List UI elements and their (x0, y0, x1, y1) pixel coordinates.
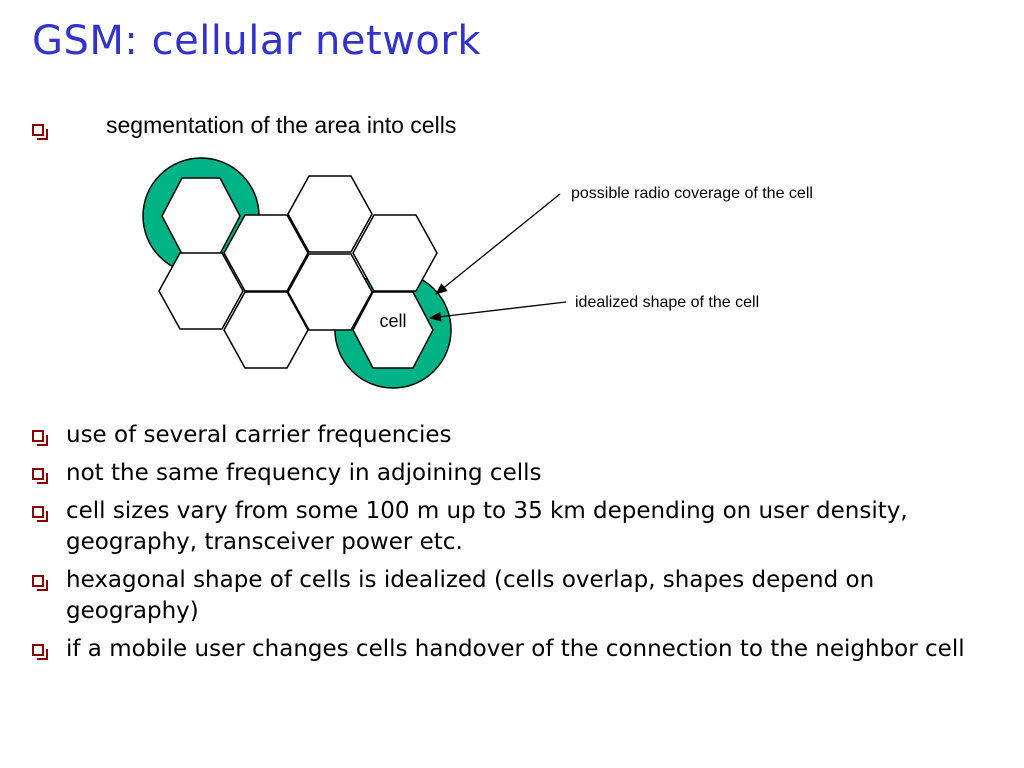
list-item: use of several carrier frequencies (32, 420, 992, 451)
hexagon-cell (223, 214, 309, 292)
coverage-arrow (435, 193, 561, 295)
bullet-text: hexagonal shape of cells is idealized (c… (66, 567, 875, 624)
list-item: if a mobile user changes cells handover … (32, 634, 992, 665)
shape-arrow (429, 301, 567, 322)
coverage-label: possible radio coverage of the cell (571, 185, 813, 202)
bullet-icon (32, 506, 48, 522)
bullet-text: use of several carrier frequencies (66, 422, 452, 448)
hexagon-cell (158, 252, 244, 330)
intro-bullet-row (32, 114, 48, 140)
list-item: cell sizes vary from some 100 m up to 35… (32, 496, 992, 558)
cell-label: cell (379, 311, 406, 331)
hexagon-cell (352, 214, 438, 292)
bullet-icon (32, 124, 48, 140)
hexagon-cell (223, 291, 309, 369)
bullet-icon (32, 430, 48, 446)
intro-text: segmentation of the area into cells (106, 112, 457, 138)
bullet-icon (32, 468, 48, 484)
page-title: GSM: cellular network (32, 18, 481, 64)
bullet-icon (32, 575, 48, 591)
bullet-icon (32, 644, 48, 660)
bullet-text: if a mobile user changes cells handover … (66, 636, 965, 662)
hexagon-cell (287, 175, 373, 253)
hexagon-grid (158, 175, 438, 369)
hexagon-cell (352, 291, 434, 369)
bullet-text: not the same frequency in adjoining cell… (66, 460, 542, 486)
bullet-text: cell sizes vary from some 100 m up to 35… (66, 498, 908, 555)
shape-label: idealized shape of the cell (575, 294, 759, 311)
bullet-list: use of several carrier frequencies not t… (32, 420, 992, 672)
list-item: hexagonal shape of cells is idealized (c… (32, 565, 992, 627)
cell-diagram: cell possible radio coverage of the cell… (142, 157, 813, 389)
list-item: not the same frequency in adjoining cell… (32, 458, 992, 489)
hexagon-cell (287, 253, 373, 331)
